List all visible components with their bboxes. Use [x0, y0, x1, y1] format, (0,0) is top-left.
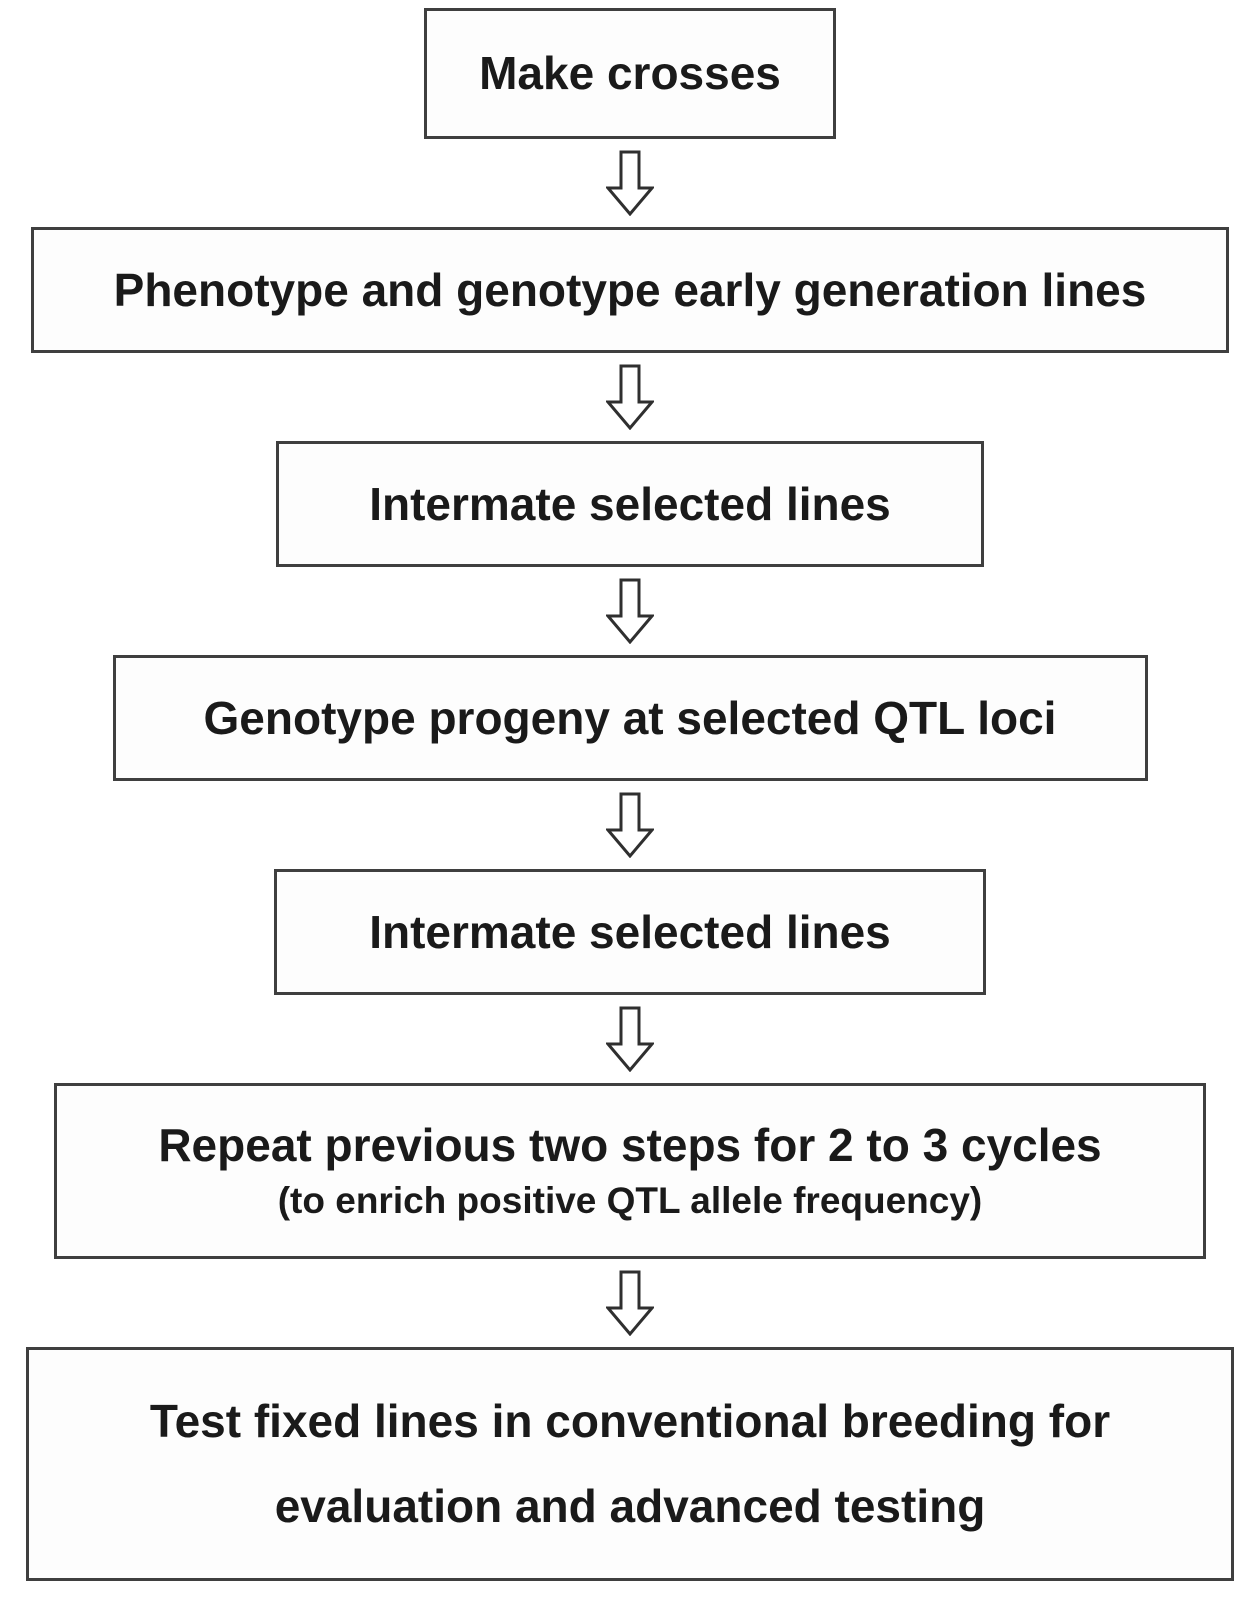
step-label-line-2: evaluation and advanced testing: [274, 1479, 986, 1532]
flow-step-phenotype-genotype: Phenotype and genotype early generation …: [31, 227, 1229, 353]
down-arrow-icon: [606, 792, 654, 858]
down-arrow-icon: [606, 1006, 654, 1072]
flow-step-genotype-progeny: Genotype progeny at selected QTL loci: [112, 655, 1148, 781]
step-label: Intermate selected lines: [369, 477, 891, 530]
flow-step-intermate-1: Intermate selected lines: [276, 441, 984, 567]
flow-step-intermate-2: Intermate selected lines: [274, 869, 986, 995]
down-arrow-icon: [606, 364, 654, 430]
step-label-line-1: Test fixed lines in conventional breedin…: [149, 1395, 1111, 1448]
down-arrow-icon: [606, 578, 654, 644]
step-sublabel: (to enrich positive QTL allele frequency…: [277, 1180, 983, 1222]
flow-step-make-crosses: Make crosses: [424, 8, 836, 139]
down-arrow-icon: [606, 150, 654, 216]
step-label: Phenotype and genotype early generation …: [113, 263, 1147, 316]
down-arrow-icon: [606, 1270, 654, 1336]
flow-step-repeat-cycles: Repeat previous two steps for 2 to 3 cyc…: [54, 1083, 1206, 1259]
step-label: Make crosses: [479, 47, 781, 100]
step-label: Repeat previous two steps for 2 to 3 cyc…: [158, 1119, 1102, 1172]
step-label: Genotype progeny at selected QTL loci: [203, 691, 1057, 744]
step-label: Intermate selected lines: [369, 905, 891, 958]
flow-step-test-fixed-lines: Test fixed lines in conventional breedin…: [26, 1347, 1234, 1581]
